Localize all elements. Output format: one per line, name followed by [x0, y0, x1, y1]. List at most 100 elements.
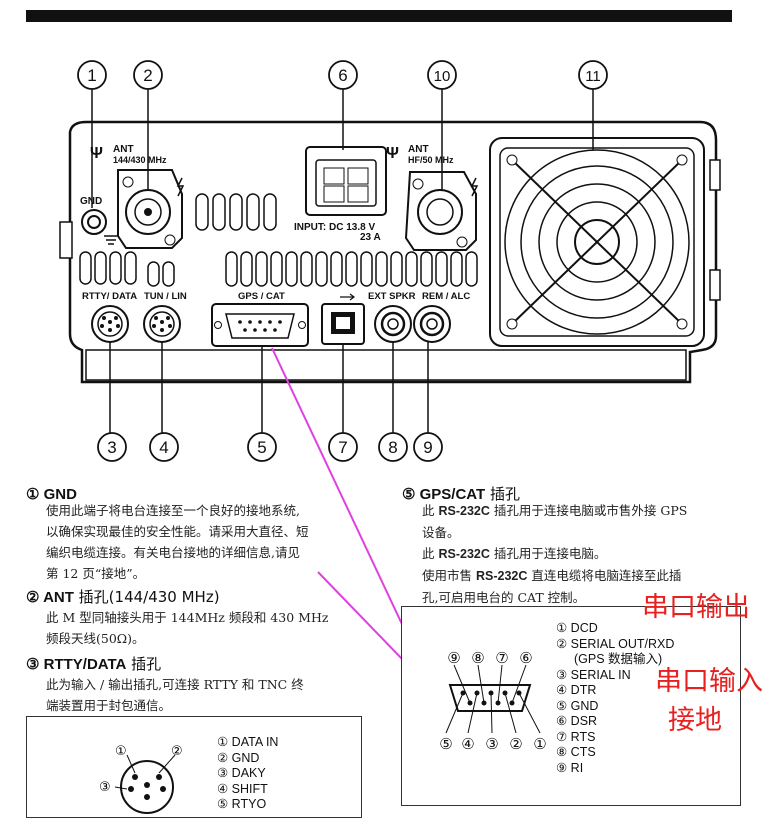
- gnd-line-2: 以确保实现最佳的安全性能。请采用大直径、短: [46, 524, 309, 539]
- callout-5: 5: [257, 438, 266, 457]
- gnd-line-4: 第 12 页“接地”。: [46, 566, 146, 581]
- callout-1: 1: [87, 66, 96, 85]
- callout-8: 8: [388, 438, 397, 457]
- gnd-label: GND: [80, 196, 102, 207]
- annotation-serial-out: 串口输出: [642, 592, 750, 623]
- din-pin-1: ① DATA IN: [217, 735, 279, 749]
- section-gps-name-cn: 插孔: [485, 485, 520, 503]
- gnd-line-3: 编织电缆连接。有关电台接地的详细信息,请见: [46, 545, 300, 560]
- vent-slots: [79, 193, 478, 287]
- callout-circles: [77, 60, 608, 462]
- tun-lin-din-jack: [143, 305, 181, 343]
- db9-num-5: ⑤: [439, 735, 452, 753]
- section-gnd-num: ①: [26, 486, 40, 503]
- gps-line-3: 此 RS-232C 插孔用于连接电脑。: [422, 543, 742, 565]
- annotation-ground: 接地: [668, 705, 722, 736]
- db9-num-3: ③: [485, 735, 498, 753]
- callout-11: 11: [585, 68, 601, 85]
- gnd-terminal: [81, 209, 118, 245]
- annotation-serial-in: 串口输入: [655, 666, 763, 697]
- db9-pin-3: ③ SERIAL IN: [556, 667, 631, 682]
- ant-line-2: 频段天线(50Ω)。: [46, 631, 145, 646]
- ant1-title: ANT: [113, 144, 134, 155]
- db9-pin-4: ④ DTR: [556, 683, 597, 697]
- din-pin-3: ③ DAKY: [217, 766, 266, 780]
- callout-9: 9: [423, 438, 432, 457]
- side-bracket-left: [59, 221, 73, 259]
- ext-spkr-jack: [374, 305, 412, 343]
- din-pinout-box: ① ② ③ ① DATA IN ② GND ③ DAKY ④ SHIFT ⑤ R…: [26, 716, 362, 818]
- rtty-data-label: RTTY/ DATA: [82, 291, 137, 302]
- db9-pin-2-note: (GPS 数据输入): [574, 652, 663, 666]
- section-gnd-body: 使用此端子将电台连接至一个良好的接地系统, 以确保实现最佳的安全性能。请采用大直…: [46, 500, 376, 584]
- db9-num-8: ⑧: [471, 649, 484, 667]
- section-gnd-title: ① GND: [26, 487, 77, 502]
- antenna-symbol-2: Ψ: [386, 145, 399, 162]
- top-rule: [26, 10, 732, 22]
- section-gps-name: GPS/CAT: [419, 486, 486, 503]
- db9-pin-7: ⑦ RTS: [556, 729, 596, 744]
- db9-pin-8: ⑧ CTS: [556, 745, 596, 759]
- db9-pin-6: ⑥ DSR: [556, 714, 598, 728]
- section-rtty-name-cn: 插孔: [126, 655, 162, 673]
- gps-line-3-bold: RS-232C: [438, 547, 490, 561]
- section-ant-title: ② ANT 插孔(144/430 MHz): [26, 589, 220, 606]
- section-ant-name: ANT: [43, 589, 74, 606]
- rem-alc-label: REM / ALC: [422, 291, 470, 302]
- db9-pinout-box: ⑨ ⑧ ⑦ ⑥ ⑤ ④ ③ ② ① ① DCD ② SERIAL OUT/RXD…: [401, 606, 741, 806]
- gps-line-4-post: 直连电缆将电脑连接至此插: [527, 568, 682, 583]
- rem-alc-jack: [413, 305, 451, 343]
- gps-line-2: 设备。: [422, 525, 460, 540]
- rtty-line-2: 端装置用于封包通信。: [46, 698, 172, 713]
- db9-pin-9: ⑨ RI: [556, 760, 584, 775]
- side-bracket-right-lower: [709, 269, 721, 301]
- gps-line-3-pre: 此: [422, 546, 439, 561]
- tun-lin-label: TUN / LIN: [144, 291, 187, 302]
- section-gps-num: ⑤: [402, 486, 416, 503]
- section-rtty-num: ③: [26, 656, 40, 673]
- db9-num-4: ④: [461, 735, 474, 753]
- input-dc-label: INPUT: DC 13.8 V: [294, 222, 375, 233]
- db9-num-7: ⑦: [495, 649, 508, 667]
- callout-10: 10: [434, 68, 451, 85]
- db9-pin-1: ① DCD: [556, 621, 598, 635]
- gps-cat-db9-port: [211, 303, 309, 347]
- gps-line-4: 使用市售 RS-232C 直连电缆将电脑连接至此插: [422, 565, 742, 587]
- din-pin-2: ② GND: [217, 750, 260, 765]
- gps-line-1: 此 RS-232C 插孔用于连接电脑或市售外接 GPS: [422, 500, 742, 522]
- din-num-2: ②: [171, 744, 183, 759]
- db9-pin-list: ① DCD ② SERIAL OUT/RXD (GPS 数据输入) ③ SERI…: [556, 621, 674, 776]
- section-rtty-name: RTTY/DATA: [43, 656, 127, 673]
- db9-diagram: ⑨ ⑧ ⑦ ⑥ ⑤ ④ ③ ② ①: [439, 649, 546, 753]
- db9-num-9: ⑨: [447, 649, 460, 667]
- chassis-foot: [85, 349, 687, 381]
- callout-6: 6: [338, 66, 347, 85]
- gps-line-1-post: 插孔用于连接电脑或市售外接 GPS: [489, 503, 688, 518]
- input-a-label: 23 A: [360, 232, 381, 243]
- gps-line-4-bold: RS-232C: [475, 569, 528, 583]
- din-diagram: ① ② ③: [99, 744, 183, 814]
- callout-7: 7: [338, 438, 347, 457]
- ant-hf-50-connector: [404, 171, 479, 251]
- side-bracket-right: [709, 159, 721, 191]
- gps-line-1-pre: 此: [422, 503, 439, 518]
- gnd-line-1: 使用此端子将电台连接至一个良好的接地系统,: [46, 503, 300, 518]
- rtty-data-din-jack: [91, 305, 129, 343]
- din-num-1: ①: [115, 744, 127, 759]
- callout-2: 2: [143, 66, 152, 85]
- section-ant-num: ②: [26, 589, 40, 606]
- section-gps-body: 此 RS-232C 插孔用于连接电脑或市售外接 GPS 设备。 此 RS-232…: [422, 500, 742, 608]
- section-gnd-name: GND: [43, 486, 77, 503]
- din-num-3: ③: [99, 780, 111, 795]
- section-rtty-body: 此为输入 / 输出插孔,可连接 RTTY 和 TNC 终 端装置用于封包通信。: [46, 674, 376, 716]
- ext-spkr-label: EXT SPKR: [368, 291, 416, 302]
- ant-144-430-connector: [117, 169, 185, 249]
- gps-line-4-pre: 使用市售: [422, 568, 476, 583]
- db9-pin-2: ② SERIAL OUT/RXD: [556, 636, 675, 651]
- dc-input-socket: [305, 146, 387, 216]
- gps-cat-label: GPS / CAT: [238, 291, 285, 302]
- db9-num-6: ⑥: [519, 649, 532, 667]
- db9-num-2: ②: [509, 735, 522, 753]
- gps-line-1-bold: RS-232C: [438, 504, 490, 518]
